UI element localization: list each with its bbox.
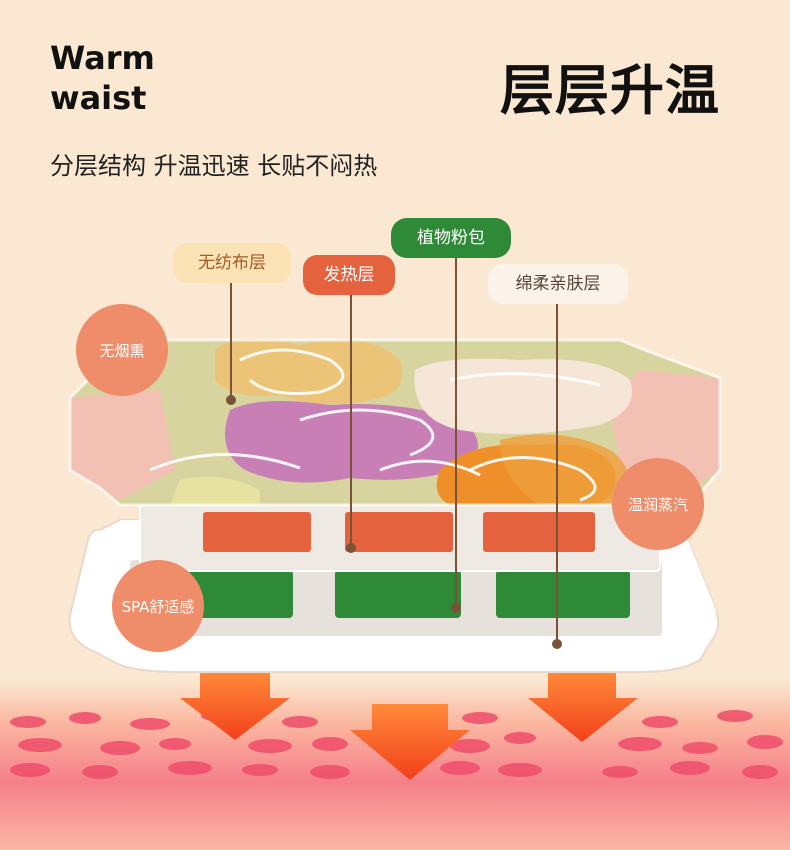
label-herbal-pack: 植物粉包 [391,218,511,258]
feature-badge-no-smoke: 无烟熏 [76,304,168,396]
page-subtitle: 分层结构 升温迅速 长贴不闷热 [50,152,378,180]
label-nonwoven-layer: 无纺布层 [173,243,291,283]
page-title: 层层升温 [500,59,720,122]
label-heating-layer: 发热层 [303,255,395,295]
heat-cells [203,512,595,552]
label-skin-layer: 绵柔亲肤层 [488,264,628,304]
heat-arrows [180,672,638,780]
brand-line-1: Warm [50,39,155,77]
leader-lines [226,258,562,649]
brand-name: Warm waist [50,38,155,118]
feature-badge-warm-steam: 温润蒸汽 [612,458,704,550]
feature-badge-spa: SPA舒适感 [112,560,204,652]
herbal-packs [175,570,630,618]
skin-cells [10,710,783,779]
brand-line-2: waist [50,79,147,117]
